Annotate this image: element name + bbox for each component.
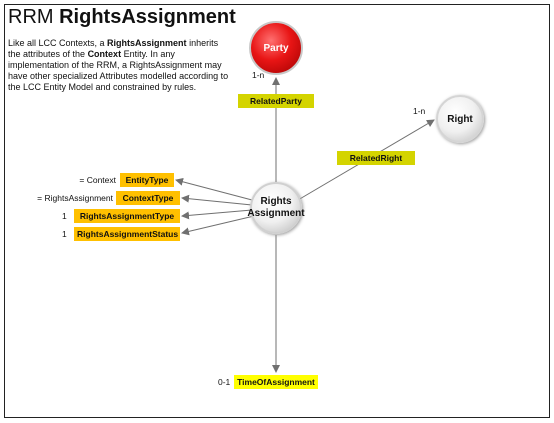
rights-assignment-label-2: Assignment [247,208,305,219]
desc-part-3: Entity. In any implementation of the RRM… [8,49,229,92]
desc-bold-2: Context [87,49,122,59]
title-prefix: RRM [8,6,54,28]
related-right-cardinality: 1-n [413,106,426,116]
time-of-assignment-cardinality: 0-1 [218,377,231,387]
entity-type-tag[interactable]: EntityType [120,173,174,187]
rights-assignment-status-value: 1 [62,229,67,239]
right-node[interactable]: Right [436,95,484,143]
title-name: RightsAssignment [59,6,236,28]
rights-assignment-label-1: Rights [260,196,292,207]
entity-type-value: = Context [79,175,116,185]
desc-part-1: Like all LCC Contexts, a [8,38,108,48]
related-right-tag[interactable]: RelatedRight [337,151,415,165]
context-type-tag[interactable]: ContextType [116,191,180,205]
rights-assignment-type-tag[interactable]: RightsAssignmentType [74,209,180,223]
rights-assignment-type-value: 1 [62,211,67,221]
edge-entity-type [175,177,253,201]
rights-assignment-status-tag[interactable]: RightsAssignmentStatus [74,227,180,241]
desc-part-2: inherits the attributes of the [8,38,219,59]
context-type-value: = RightsAssignment [37,193,113,203]
related-party-tag[interactable]: RelatedParty [238,94,314,108]
rights-assignment-node[interactable]: Rights Assignment [247,182,305,234]
edge-rights-assignment-status [181,215,255,236]
party-node[interactable]: Party [249,21,303,75]
related-party-cardinality: 1-n [252,70,265,80]
page-title: RRM RightsAssignment [8,6,236,29]
edge-context-type [181,194,253,206]
desc-bold-1: RightsAssignment [107,38,187,48]
edge-rights-assignment-type [181,209,253,220]
description-text: Like all LCC Contexts, a RightsAssignmen… [8,38,233,93]
time-of-assignment-tag[interactable]: TimeOfAssignment [234,375,318,389]
